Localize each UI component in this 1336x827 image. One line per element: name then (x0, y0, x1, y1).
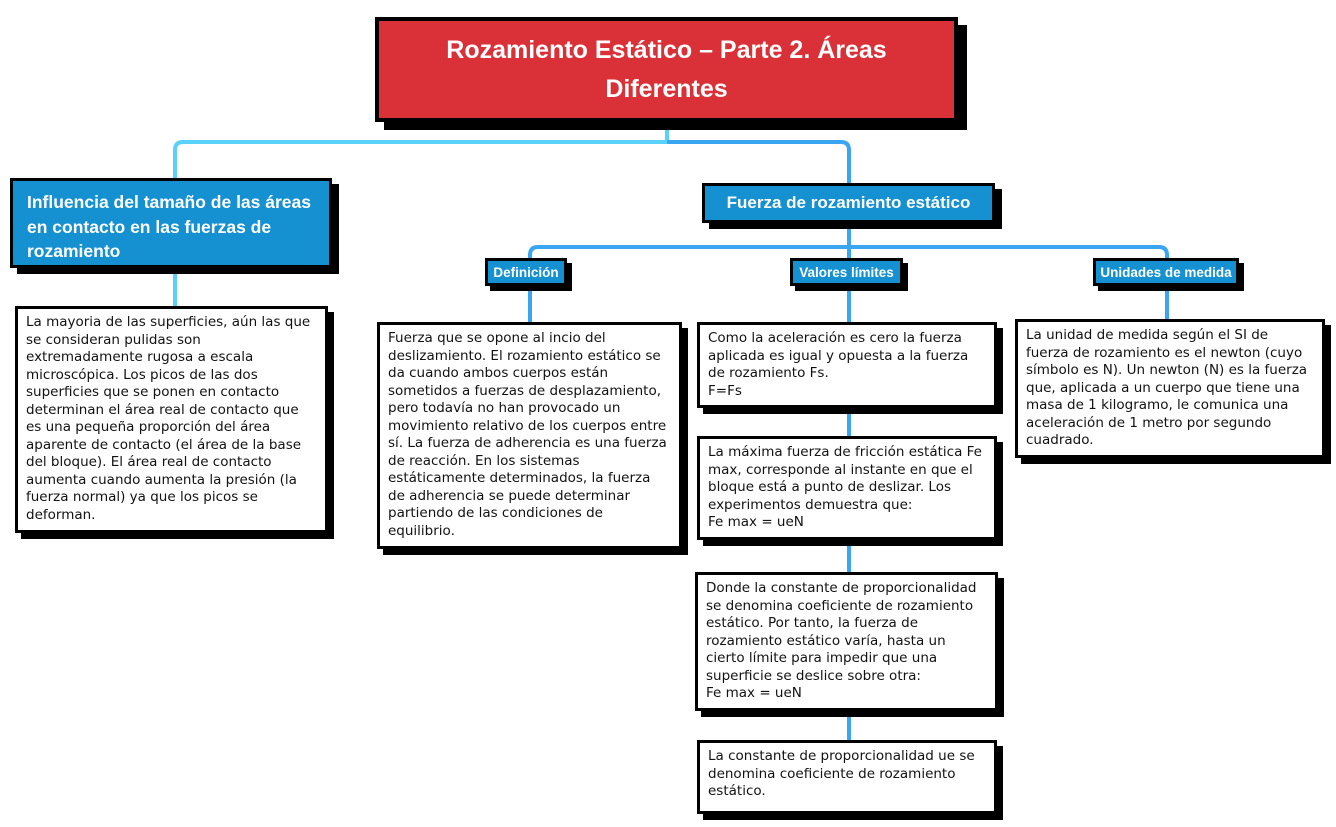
node-left-body[interactable]: La mayoria de las superficies, aún las q… (15, 306, 328, 533)
valores-body-2-text: La máxima fuerza de fricción estática Fe… (708, 444, 982, 531)
node-definicion-label[interactable]: Definición (485, 258, 567, 286)
node-left-main-label: Influencia del tamaño de las áreas en co… (27, 192, 311, 261)
node-right-main[interactable]: Fuerza de rozamiento estático (702, 183, 995, 223)
node-definicion-body[interactable]: Fuerza que se opone al incio del desliza… (377, 322, 682, 549)
definicion-label-text: Definición (493, 264, 559, 280)
unidades-body-text: La unidad de medida según el SI de fuerz… (1026, 327, 1308, 449)
edge-branch-to-definicion (528, 245, 849, 259)
node-unidades-label[interactable]: Unidades de medida (1093, 258, 1239, 286)
node-valores-body-4[interactable]: La constante de proporcionalidad ue se d… (697, 740, 997, 814)
node-valores-body-3[interactable]: Donde la constante de proporcionalidad s… (695, 572, 998, 711)
unidades-label-text: Unidades de medida (1100, 264, 1232, 280)
node-unidades-body[interactable]: La unidad de medida según el SI de fuerz… (1015, 319, 1325, 458)
edge-title-to-left-main (173, 140, 667, 179)
node-valores-body-2[interactable]: La máxima fuerza de fricción estática Fe… (697, 436, 997, 540)
valores-body-4-text: La constante de proporcionalidad ue se d… (708, 748, 975, 800)
valores-body-3-text: Donde la constante de proporcionalidad s… (706, 580, 977, 702)
node-valores-label[interactable]: Valores límites (790, 258, 903, 286)
valores-body-1-text: Como la aceleración es cero la fuerza ap… (708, 330, 969, 399)
edge-branch-to-unidades (849, 245, 1169, 259)
node-left-main[interactable]: Influencia del tamaño de las áreas en co… (10, 178, 332, 268)
valores-label-text: Valores límites (799, 264, 894, 280)
node-right-main-label: Fuerza de rozamiento estático (726, 193, 971, 212)
root-node-title[interactable]: Rozamiento Estático – Parte 2. Áreas Dif… (375, 17, 958, 122)
node-valores-body-1[interactable]: Como la aceleración es cero la fuerza ap… (697, 322, 997, 409)
node-left-body-text: La mayoria de las superficies, aún las q… (26, 314, 311, 524)
definicion-body-text: Fuerza que se opone al incio del desliza… (388, 330, 667, 540)
root-title-text: Rozamiento Estático – Parte 2. Áreas Dif… (446, 35, 887, 103)
edge-title-to-right-main (667, 140, 851, 184)
